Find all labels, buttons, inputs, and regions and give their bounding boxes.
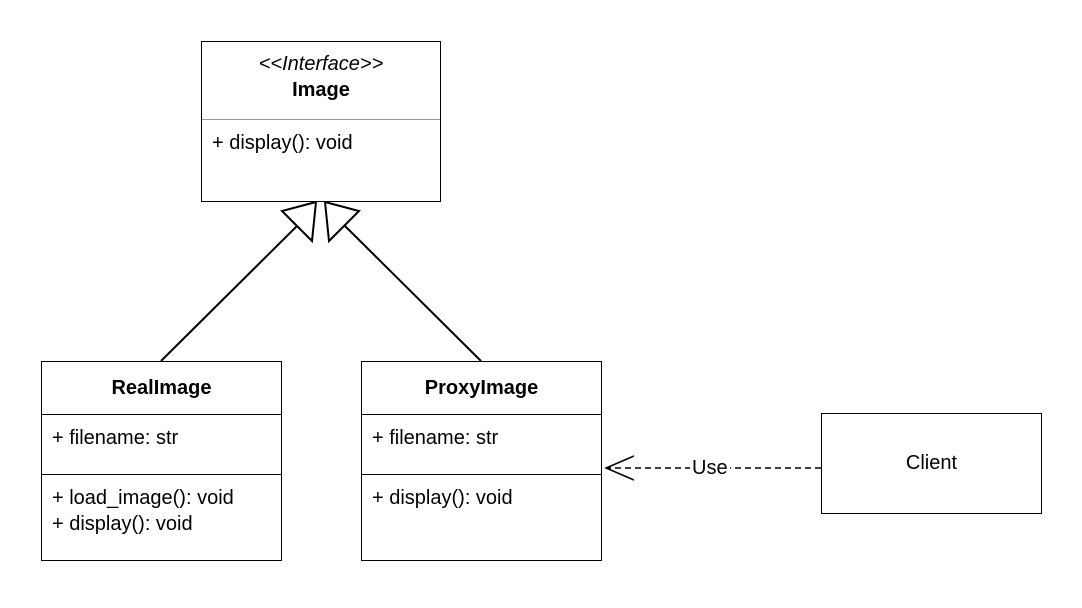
- interface-stereotype: <<Interface>>: [258, 53, 384, 75]
- client-name: Client: [905, 452, 958, 474]
- realization-arrowhead-realimage: [280, 200, 318, 244]
- proxy-image-class[interactable]: ProxyImage + filename: str + display(): …: [361, 361, 602, 561]
- real-image-method: + load_image(): void: [52, 487, 234, 509]
- proxy-image-attributes: + filename: str: [362, 414, 601, 474]
- client-box[interactable]: Client: [821, 413, 1042, 514]
- real-image-methods: + load_image(): void + display(): void: [42, 474, 281, 537]
- interface-method: + display(): void: [212, 132, 353, 154]
- interface-image-class[interactable]: <<Interface>> Image + display(): void: [201, 41, 441, 202]
- real-image-attributes: + filename: str: [42, 414, 281, 474]
- proxy-image-name: ProxyImage: [424, 376, 539, 399]
- proxy-image-header: ProxyImage: [362, 362, 601, 414]
- interface-image-name: Image: [292, 79, 350, 101]
- real-image-name: RealImage: [111, 376, 212, 399]
- realization-line-proxyimage: [344, 225, 482, 362]
- proxy-image-attribute: + filename: str: [372, 427, 499, 449]
- proxy-image-method: + display(): void: [372, 487, 513, 509]
- realization-line-realimage: [160, 225, 298, 362]
- proxy-image-methods: + display(): void: [362, 474, 601, 511]
- real-image-attribute: + filename: str: [52, 427, 179, 449]
- interface-image-header: <<Interface>> Image: [202, 42, 440, 119]
- real-image-header: RealImage: [42, 362, 281, 414]
- realization-arrowhead-proxyimage: [323, 200, 361, 244]
- interface-image-methods: + display(): void: [202, 119, 440, 156]
- real-image-method: + display(): void: [52, 513, 193, 535]
- dependency-arrowhead-client: [604, 455, 635, 481]
- real-image-class[interactable]: RealImage + filename: str + load_image()…: [41, 361, 282, 561]
- use-label: Use: [690, 457, 730, 479]
